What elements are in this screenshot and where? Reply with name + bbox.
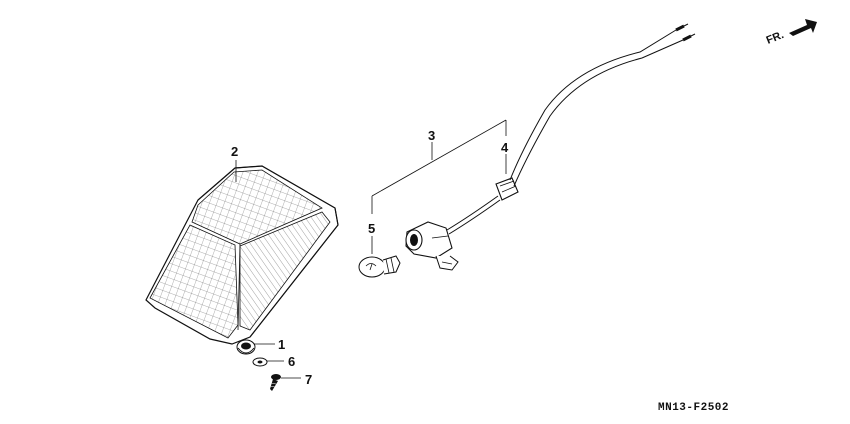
callout-6: 6 — [288, 354, 295, 369]
rubber-grommet — [236, 339, 256, 355]
direction-label: FR. — [765, 29, 786, 47]
front-direction-indicator: FR. — [765, 19, 817, 47]
taillight-lens — [145, 165, 339, 345]
callout-7: 7 — [305, 372, 312, 387]
leader-lines — [235, 119, 507, 379]
bulb — [358, 255, 401, 278]
tapping-screw — [269, 374, 281, 391]
callout-2: 2 — [231, 144, 238, 159]
callout-3: 3 — [428, 128, 435, 143]
socket-assembly — [405, 23, 696, 271]
figure-code: MN13-F2502 — [658, 402, 729, 414]
harness-grommet — [495, 177, 519, 201]
arrow-right-icon — [789, 19, 817, 36]
wire-terminals — [675, 23, 696, 42]
washer — [252, 357, 268, 367]
callout-4: 4 — [501, 140, 509, 155]
callout-5: 5 — [368, 221, 375, 236]
callout-1: 1 — [278, 337, 285, 352]
